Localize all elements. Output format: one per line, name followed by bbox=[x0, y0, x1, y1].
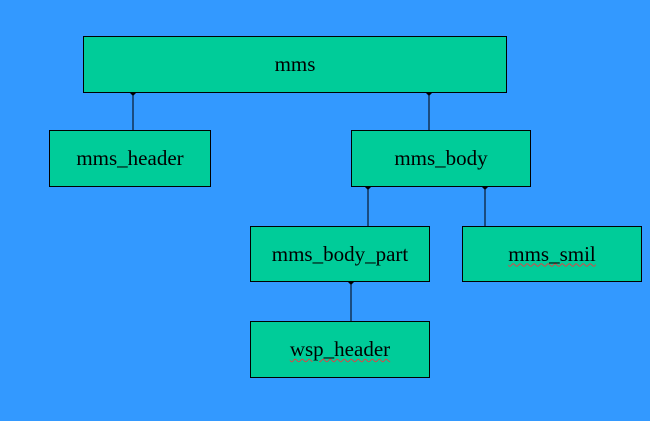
node-label: wsp_header bbox=[289, 337, 391, 361]
edge-mms-body-to-mms-body-part bbox=[364, 182, 372, 226]
node-label: mms_body_part bbox=[271, 241, 409, 266]
node-wsp-header: wsp_header bbox=[250, 321, 430, 378]
node-mms-body-part: mms_body_part bbox=[250, 226, 430, 282]
node-mms: mms bbox=[83, 36, 507, 93]
edge-mms-body-part-to-wsp-header bbox=[347, 277, 355, 321]
node-label: mms_smil bbox=[508, 241, 596, 266]
node-mms-smil: mms_smil bbox=[462, 226, 642, 282]
edge-mms-to-mms-header bbox=[129, 88, 137, 130]
edge-mms-body-to-mms-smil bbox=[481, 182, 489, 226]
edge-mms-to-mms-body bbox=[425, 88, 433, 130]
node-mms-header: mms_header bbox=[49, 130, 211, 187]
node-label: mms bbox=[274, 52, 316, 76]
node-label: mms_body bbox=[394, 146, 488, 170]
node-label: mms_header bbox=[76, 146, 184, 170]
node-mms-body: mms_body bbox=[351, 130, 531, 187]
